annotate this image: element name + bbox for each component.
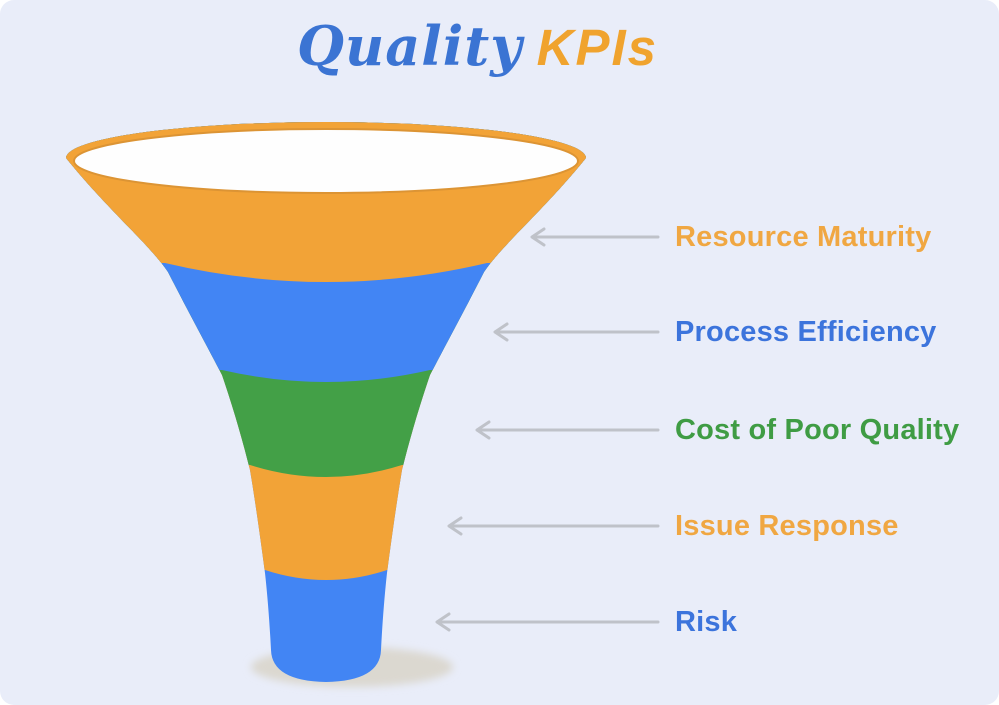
title-word-kpis: KPIs (536, 19, 659, 76)
funnel-mouth-ellipse (73, 128, 579, 194)
kpi-row-issue-response: Issue Response (445, 508, 899, 544)
left-arrow-icon (530, 227, 660, 247)
left-arrow-icon (435, 612, 660, 632)
funnel-segments (66, 122, 586, 682)
left-arrow-icon (475, 420, 660, 440)
kpi-row-resource-maturity: Resource Maturity (528, 219, 931, 255)
kpi-row-risk: Risk (433, 604, 737, 640)
left-arrow-icon (447, 516, 660, 536)
kpi-label: Process Efficiency (675, 315, 937, 348)
title-word-quality: Quality (296, 14, 523, 78)
kpi-label: Issue Response (675, 509, 899, 542)
kpi-label: Resource Maturity (675, 220, 932, 253)
left-arrow-icon (493, 322, 660, 342)
kpi-label: Risk (675, 605, 738, 638)
kpi-row-process-efficiency: Process Efficiency (491, 314, 937, 350)
kpi-row-cost-of-poor-quality: Cost of Poor Quality (473, 412, 959, 448)
kpi-label: Cost of Poor Quality (675, 413, 960, 446)
